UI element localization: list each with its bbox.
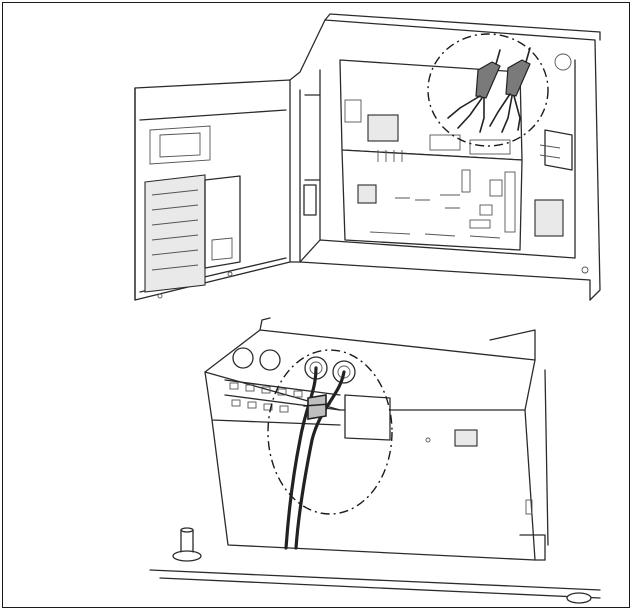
cable-entry-illustration xyxy=(149,317,601,604)
chip-component xyxy=(357,184,377,204)
highlight-ellipse-bottom xyxy=(267,349,393,515)
mounting-foot-left xyxy=(172,550,202,562)
grommet-hole-2 xyxy=(259,349,281,371)
ferrite-core-assembly xyxy=(447,47,531,133)
cabinet-body xyxy=(289,13,601,301)
highlight-ellipse-top xyxy=(427,33,549,147)
ferrite-core-right xyxy=(505,59,531,97)
main-circuit-board xyxy=(339,59,523,251)
cable-left xyxy=(284,366,318,550)
side-transformer xyxy=(534,199,564,237)
cable-right xyxy=(294,370,346,550)
grommet-hole-1 xyxy=(232,347,254,369)
unit-body xyxy=(149,369,601,604)
cable-entry-plate xyxy=(204,317,536,447)
open-door-panel xyxy=(134,79,291,301)
ferrite-core-left xyxy=(475,61,501,99)
side-module xyxy=(534,129,573,237)
cable-bundle xyxy=(284,366,346,550)
mounting-foot-right xyxy=(566,592,592,604)
control-box-illustration xyxy=(134,13,601,301)
transformer-component xyxy=(367,114,399,142)
door-circuit-board xyxy=(144,174,206,293)
